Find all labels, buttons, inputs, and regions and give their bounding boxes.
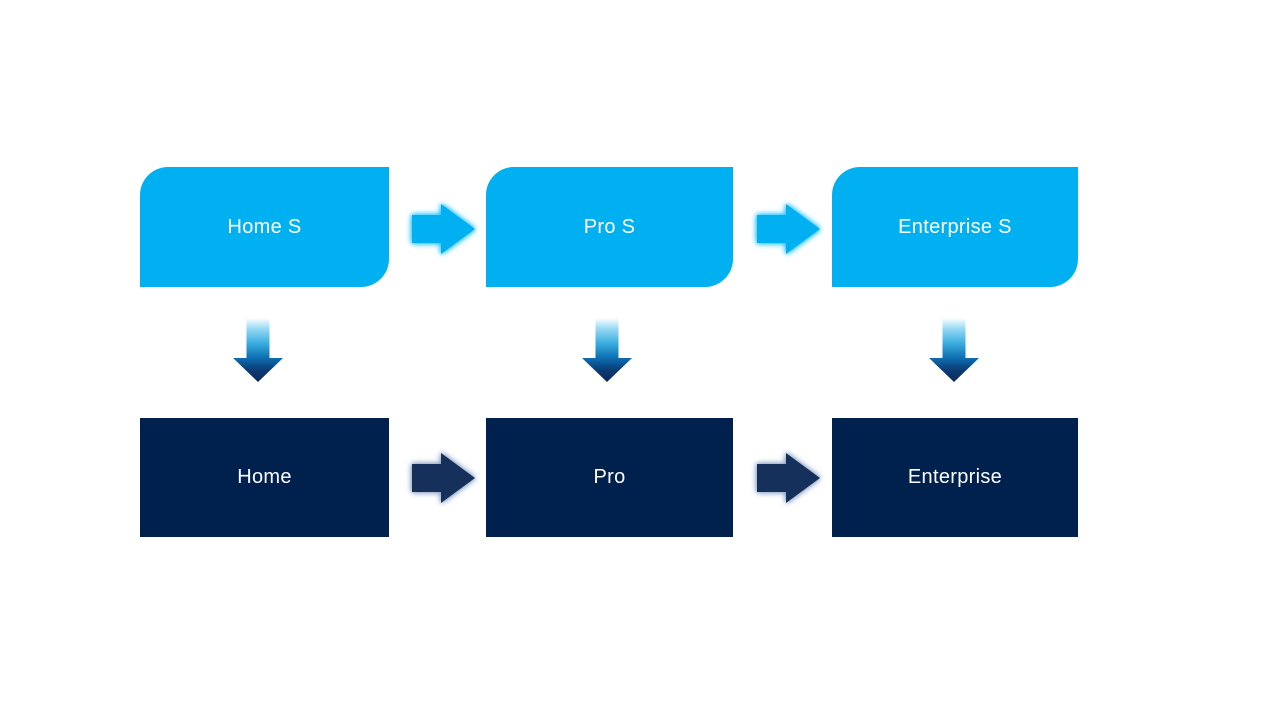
node-enterprise-s: Enterprise S [832, 167, 1078, 287]
node-home-s-label: Home S [227, 215, 302, 238]
node-home-s: Home S [140, 167, 389, 287]
right-arrow-icon [412, 453, 475, 503]
node-pro-label: Pro [593, 466, 626, 488]
node-pro-s-label: Pro S [583, 215, 636, 238]
node-enterprise-label: Enterprise [907, 466, 1003, 488]
node-enterprise-s-label: Enterprise S [898, 215, 1012, 238]
node-enterprise: Enterprise [832, 418, 1078, 537]
down-arrow-icon [582, 318, 632, 382]
down-arrow-icon [929, 318, 979, 382]
node-pro-s: Pro S [486, 167, 733, 287]
right-arrow-icon [757, 204, 820, 254]
right-arrow-icon [757, 453, 820, 503]
node-home: Home [140, 418, 389, 537]
right-arrow-icon [412, 204, 475, 254]
node-home-label: Home [237, 466, 292, 488]
node-pro: Pro [486, 418, 733, 537]
down-arrow-icon [233, 318, 283, 382]
